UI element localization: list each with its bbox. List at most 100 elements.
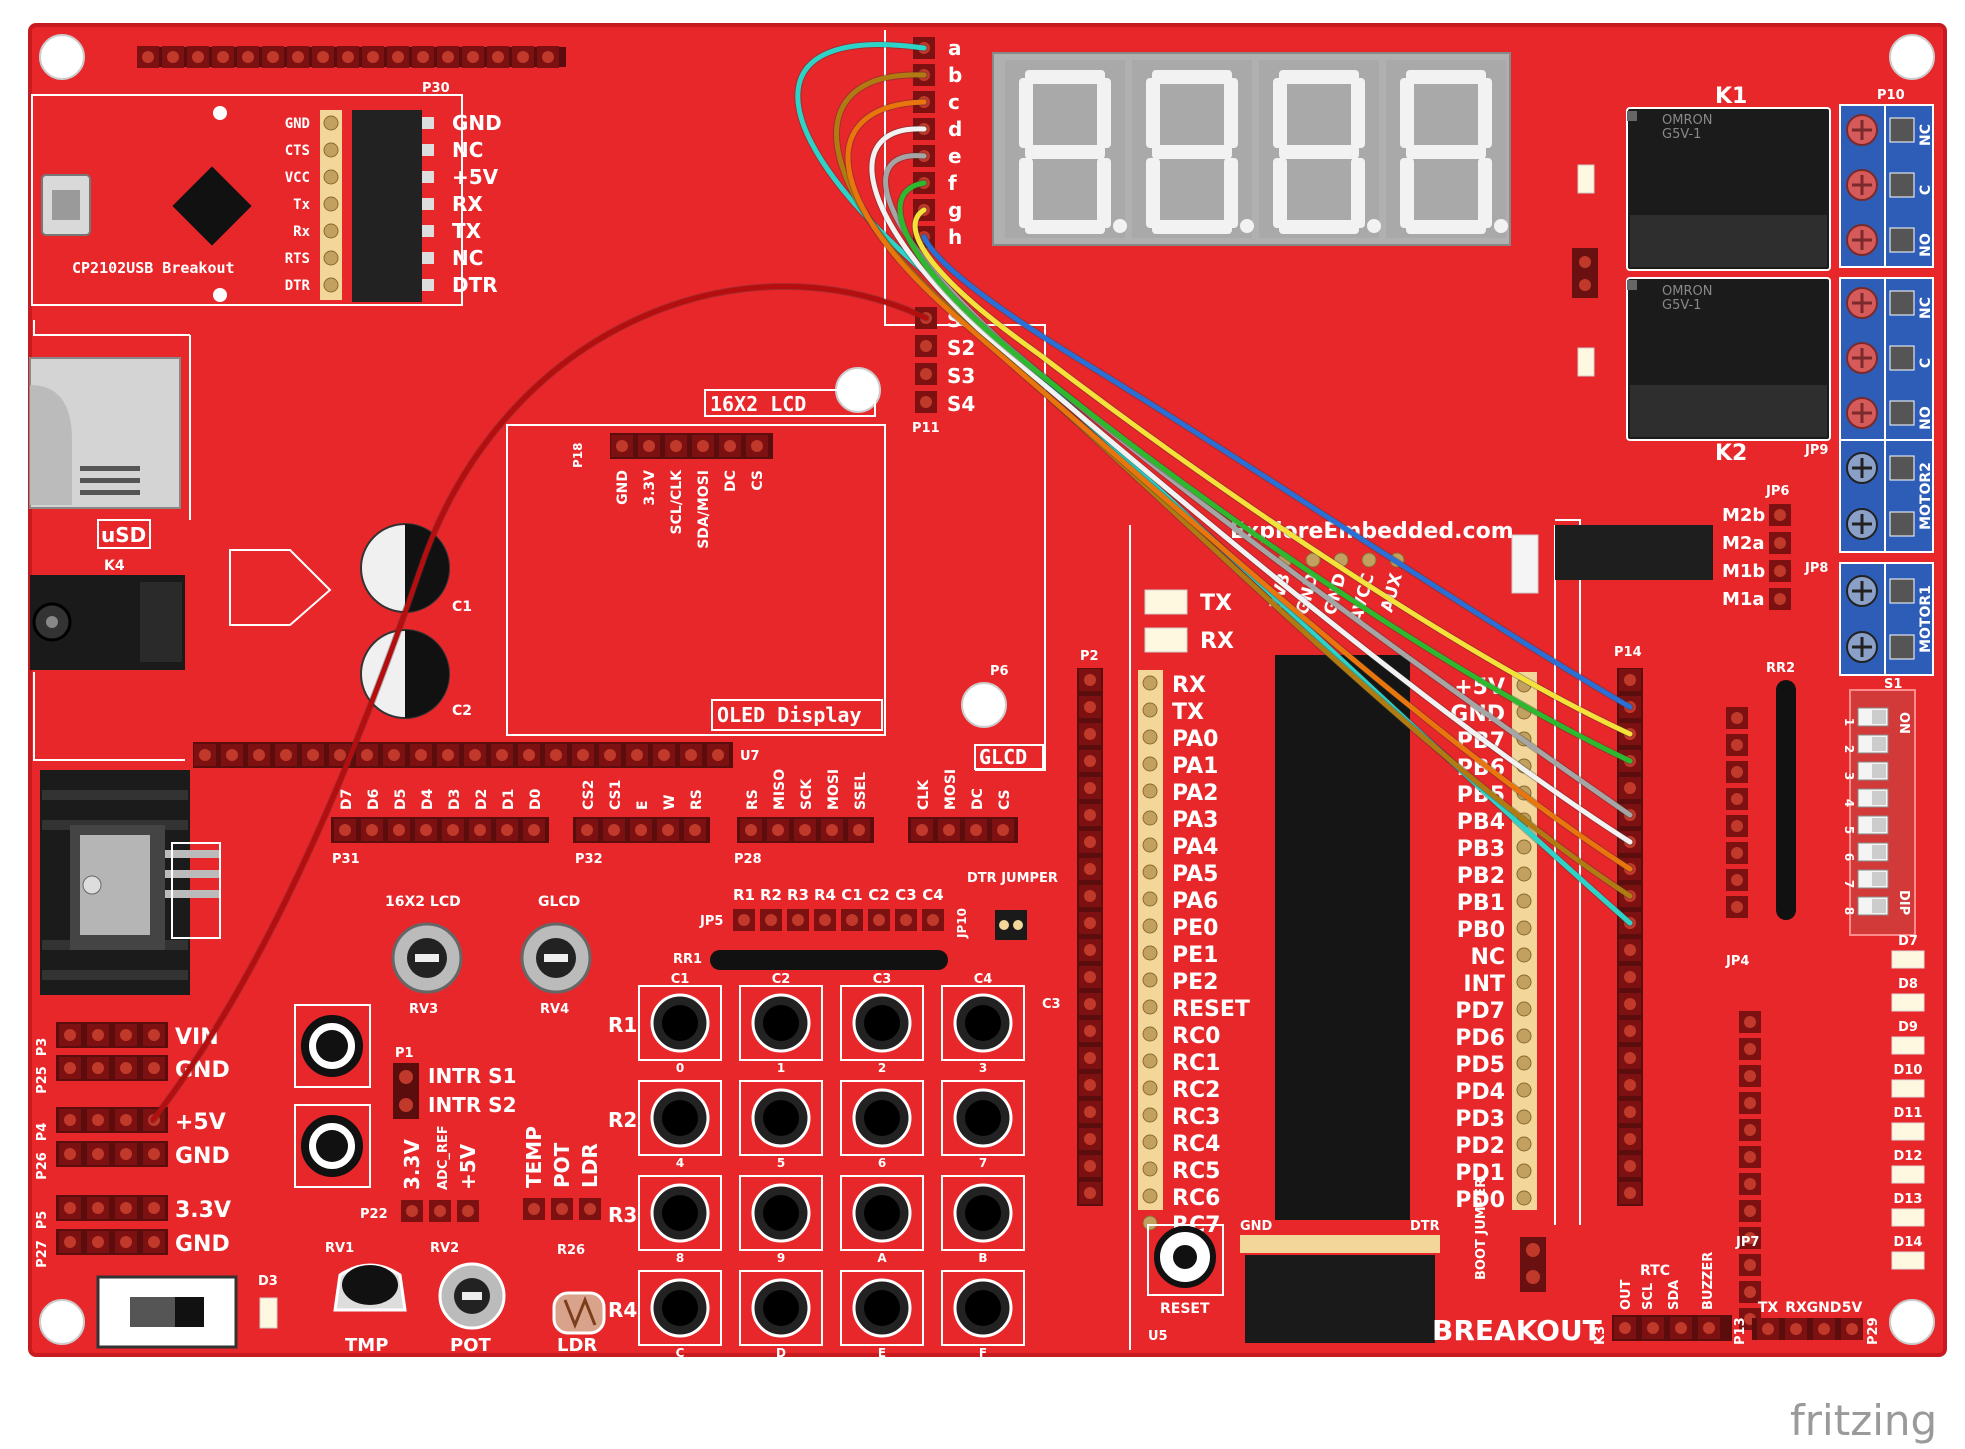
u7-pin-pad xyxy=(523,749,535,761)
keypad-key-label: C xyxy=(676,1346,685,1360)
wire-yellow[interactable] xyxy=(912,207,1633,737)
power-header-label: P5 xyxy=(35,1211,50,1230)
mcu-right-pin-label: PD6 xyxy=(1455,1026,1505,1051)
p22-pin-label: ADC_REF xyxy=(436,1125,451,1190)
top-header-pin-pad xyxy=(467,51,479,63)
sensor-pin-label: TEMP xyxy=(522,1126,546,1188)
segment-pin-label: e xyxy=(948,144,962,168)
top-header-pin-pad xyxy=(367,51,379,63)
wire-green[interactable] xyxy=(897,180,1633,764)
p32-pin-label: RS xyxy=(689,789,705,810)
segment xyxy=(1400,78,1414,148)
usb-pin-right-label: RX xyxy=(452,192,483,216)
dip-number-label: 7 xyxy=(1842,880,1856,888)
breakout-label: BREAKOUT xyxy=(1432,1314,1602,1347)
led xyxy=(1891,950,1925,969)
usb-pin-left-label: Tx xyxy=(293,197,310,213)
jp7-pin-pad xyxy=(1744,1178,1756,1190)
u7-pin-pad xyxy=(550,749,562,761)
power-pin-pad xyxy=(64,1029,76,1041)
rtc-scl-label: SCL xyxy=(1641,1283,1656,1310)
c1-label: C1 xyxy=(452,599,472,615)
switch-pin-pad xyxy=(920,340,932,352)
p14-label: P14 xyxy=(1614,645,1642,660)
mcu-left-pin-label: RESET xyxy=(1172,997,1250,1022)
led-label: D13 xyxy=(1894,1192,1923,1207)
keypad-key-label: 7 xyxy=(979,1156,987,1170)
wire-blue[interactable] xyxy=(921,234,1633,710)
usb-right-pin xyxy=(422,279,434,291)
rr2-label: RR2 xyxy=(1766,661,1795,676)
segment xyxy=(1025,145,1105,159)
dtr-jumper-label: DTR JUMPER xyxy=(967,871,1058,886)
p14-pin-pad xyxy=(1624,1106,1636,1118)
mcu-right-pin xyxy=(1516,1190,1532,1206)
p29-pin-pad xyxy=(1762,1323,1774,1335)
mcu-left-pin xyxy=(1142,783,1158,799)
segment xyxy=(1273,158,1287,228)
p32-pin-label: CS2 xyxy=(581,780,597,810)
p32-pin-label: W xyxy=(662,795,678,810)
dip-number-label: 1 xyxy=(1842,718,1856,726)
power-pin-pad xyxy=(148,1202,160,1214)
switch-pin-label: S2 xyxy=(947,336,975,360)
c2-label: C2 xyxy=(452,703,472,719)
wire-red[interactable] xyxy=(150,284,929,1123)
relay-term-label: NC xyxy=(1918,297,1934,319)
segment xyxy=(1152,70,1232,84)
keypad-key-label: B xyxy=(978,1251,987,1265)
jp5-pin-pad xyxy=(819,914,831,926)
mcu-right-pin xyxy=(1516,1136,1532,1152)
jp4-pin-pad xyxy=(1731,901,1743,913)
segment-pin-label: c xyxy=(948,90,960,114)
wire-white[interactable] xyxy=(869,126,1633,845)
usb-pin-left-label: DTR xyxy=(285,278,311,294)
power-header-label: P25 xyxy=(35,1066,50,1094)
p2-pin-pad xyxy=(1084,863,1096,875)
rtc-sda-label: SDA xyxy=(1667,1280,1682,1310)
jp5-pin-label: R3 xyxy=(787,886,809,904)
jp4-pin-pad xyxy=(1731,820,1743,832)
d3-label: D3 xyxy=(258,1274,278,1289)
mcu-left-pin xyxy=(1142,1053,1158,1069)
jp5-pin-pad xyxy=(765,914,777,926)
mcu-breakout: ExploreEmbedded.com TX RX RXTXPA0PA1PA2P… xyxy=(1129,519,1713,1350)
rv1-label: RV1 xyxy=(325,1241,354,1256)
p2-pin-pad xyxy=(1084,1160,1096,1172)
p28b-pin-label: CLK xyxy=(916,779,932,810)
segment xyxy=(1279,220,1359,234)
p14-pin-pad xyxy=(1624,1079,1636,1091)
oled-pin-pad xyxy=(697,440,709,452)
segment xyxy=(1406,70,1486,84)
led xyxy=(1891,1165,1925,1184)
p6-label: P6 xyxy=(990,664,1009,679)
segment xyxy=(1279,145,1359,159)
u7-pin-pad xyxy=(199,749,211,761)
wire-orange[interactable] xyxy=(845,99,1633,872)
keypad-key-label: 2 xyxy=(878,1061,886,1075)
segment xyxy=(1025,220,1105,234)
jumper-wires xyxy=(149,41,1634,1124)
power-rail-label: GND xyxy=(175,1144,230,1169)
jp7-pin-pad xyxy=(1744,1097,1756,1109)
jp5-pin-pad xyxy=(900,914,912,926)
usb-pin xyxy=(323,277,339,293)
power-pin-pad xyxy=(64,1236,76,1248)
usb-pin-right-label: +5V xyxy=(452,165,499,189)
led xyxy=(1891,1079,1925,1098)
u7-pin-pad xyxy=(442,749,454,761)
jp4-pin-pad xyxy=(1731,766,1743,778)
bottom-components: D3 RV1 TMP RV2 POT R26 LDR xyxy=(96,1241,606,1356)
glcd-pot-label: GLCD xyxy=(538,894,580,910)
p10-label: P10 xyxy=(1877,88,1905,103)
led-label: D7 xyxy=(1898,934,1918,949)
jp5-pin-label: C4 xyxy=(922,886,943,904)
p28b-pin-pad xyxy=(997,824,1009,836)
sensor-pin-pad xyxy=(556,1203,568,1215)
power-pin-pad xyxy=(92,1062,104,1074)
p31-pin-pad xyxy=(393,824,405,836)
p28-pin-pad xyxy=(826,824,838,836)
segment xyxy=(1146,158,1160,228)
jp5-pin-pad xyxy=(792,914,804,926)
jp7-pin-pad xyxy=(1744,1124,1756,1136)
